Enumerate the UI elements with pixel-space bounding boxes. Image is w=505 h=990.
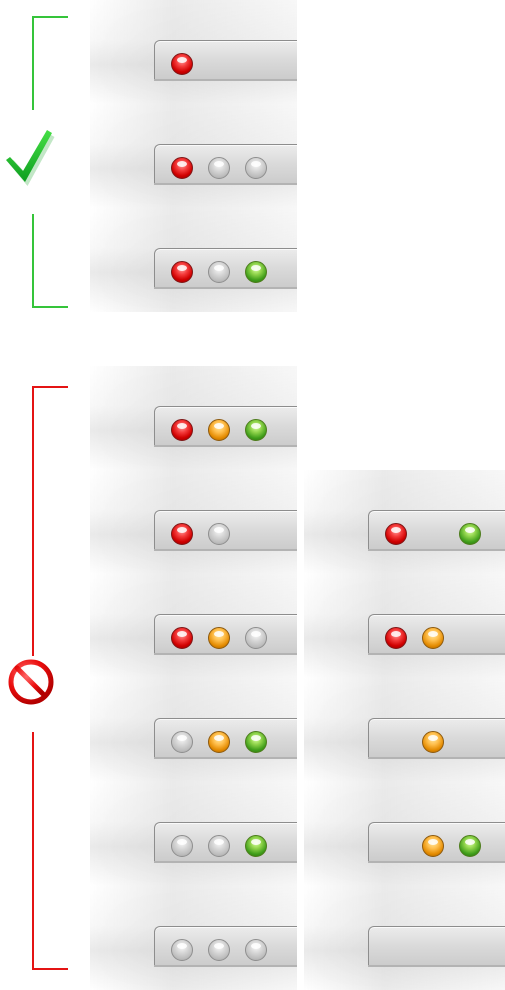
close-light-icon <box>171 939 193 961</box>
window-titlebar <box>154 510 297 551</box>
close-light-icon <box>385 627 407 649</box>
minimize-light-icon <box>208 261 230 283</box>
disallowed-sample-left-6 <box>90 886 297 990</box>
acceptable-bracket-top <box>32 16 68 110</box>
allowed-sample-3 <box>90 208 297 312</box>
zoom-light-icon <box>245 157 267 179</box>
zoom-light-icon <box>245 835 267 857</box>
disallowed-sample-left-5 <box>90 782 297 886</box>
zoom-light-icon <box>245 731 267 753</box>
disallowed-sample-right-2 <box>304 574 505 678</box>
window-titlebar <box>154 718 297 759</box>
disallowed-sample-left-1 <box>90 366 297 470</box>
minimize-light-icon <box>208 523 230 545</box>
window-titlebar <box>368 510 505 551</box>
close-light-icon <box>171 731 193 753</box>
close-light-icon <box>171 627 193 649</box>
window-titlebar <box>368 822 505 863</box>
minimize-light-icon <box>208 939 230 961</box>
window-titlebar <box>154 822 297 863</box>
window-titlebar <box>368 926 505 967</box>
window-titlebar <box>368 614 505 655</box>
minimize-light-icon <box>422 627 444 649</box>
minimize-light-icon <box>208 835 230 857</box>
close-light-icon <box>171 835 193 857</box>
allowed-sample-2 <box>90 104 297 208</box>
acceptable-bracket-bottom <box>32 214 68 308</box>
prohibit-icon <box>8 659 54 705</box>
zoom-light-icon <box>459 835 481 857</box>
check-icon <box>6 130 55 186</box>
minimize-light-icon <box>422 731 444 753</box>
window-titlebar <box>154 248 297 289</box>
zoom-light-icon <box>245 261 267 283</box>
prohibited-bracket-bottom <box>32 732 68 970</box>
minimize-light-icon <box>208 157 230 179</box>
prohibited-bracket-top <box>32 386 68 656</box>
close-light-icon <box>171 523 193 545</box>
minimize-light-icon <box>208 419 230 441</box>
close-light-icon <box>171 261 193 283</box>
disallowed-sample-left-3 <box>90 574 297 678</box>
window-titlebar <box>154 614 297 655</box>
minimize-light-icon <box>208 627 230 649</box>
minimize-light-icon <box>208 731 230 753</box>
zoom-light-icon <box>245 939 267 961</box>
zoom-light-icon <box>459 523 481 545</box>
window-titlebar <box>154 144 297 185</box>
allowed-sample-1 <box>90 0 297 104</box>
minimize-light-icon <box>422 835 444 857</box>
disallowed-sample-right-1 <box>304 470 505 574</box>
window-titlebar <box>154 926 297 967</box>
disallowed-sample-left-4 <box>90 678 297 782</box>
zoom-light-icon <box>245 419 267 441</box>
disallowed-sample-right-3 <box>304 678 505 782</box>
window-titlebar <box>368 718 505 759</box>
disallowed-sample-right-4 <box>304 782 505 886</box>
close-light-icon <box>171 157 193 179</box>
disallowed-sample-left-2 <box>90 470 297 574</box>
zoom-light-icon <box>245 627 267 649</box>
close-light-icon <box>171 53 193 75</box>
close-light-icon <box>171 419 193 441</box>
close-light-icon <box>385 523 407 545</box>
window-titlebar <box>154 40 297 81</box>
window-titlebar <box>154 406 297 447</box>
disallowed-sample-right-5 <box>304 886 505 990</box>
